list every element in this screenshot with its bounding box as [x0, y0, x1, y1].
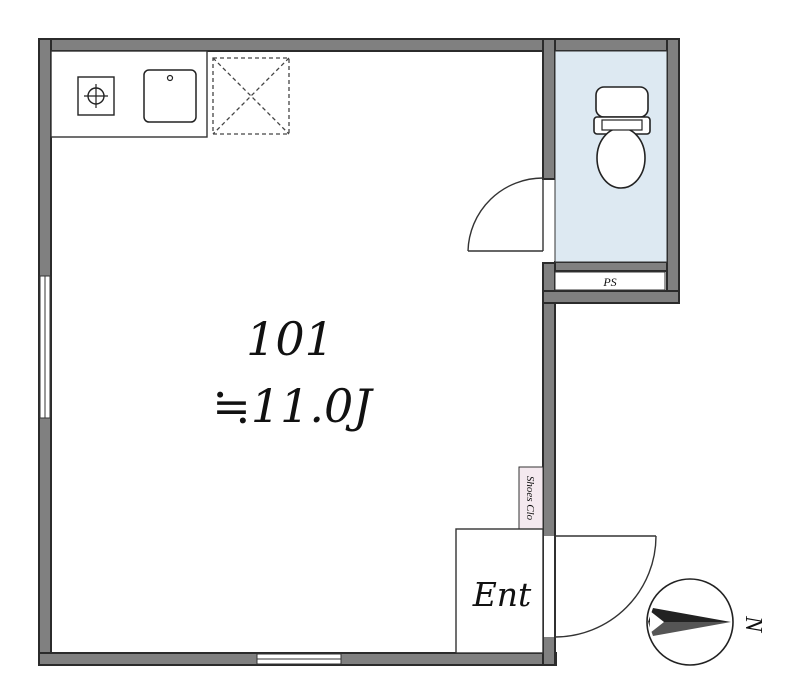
shoes-closet-label: Shoes Clo	[524, 476, 536, 521]
entrance-label: Ent	[472, 575, 532, 614]
sink-icon	[143, 69, 197, 123]
wall-toilet-bottom	[554, 261, 668, 272]
fridge-space	[212, 57, 290, 135]
shoes-closet: Shoes Clo	[518, 466, 544, 530]
kitchen-counter	[50, 50, 208, 138]
toilet-icon	[593, 86, 651, 189]
room-number: 101	[246, 312, 334, 366]
pipe-space	[554, 271, 666, 291]
compass-icon: N	[646, 578, 766, 666]
wall-annex-bottom	[542, 290, 680, 304]
entrance-door	[544, 535, 657, 638]
compass-north-label: N	[740, 615, 766, 634]
window-bottom	[256, 653, 342, 665]
wall-right-upper	[542, 38, 556, 180]
pipe-space-label: PS	[602, 275, 616, 289]
stove-icon	[77, 76, 115, 116]
entrance-area	[455, 528, 544, 654]
wall-top	[38, 38, 680, 52]
window-left	[39, 275, 51, 419]
room-area: ≒11.0J	[212, 379, 374, 433]
toilet-door	[467, 177, 544, 252]
wall-annex-right	[666, 38, 680, 304]
